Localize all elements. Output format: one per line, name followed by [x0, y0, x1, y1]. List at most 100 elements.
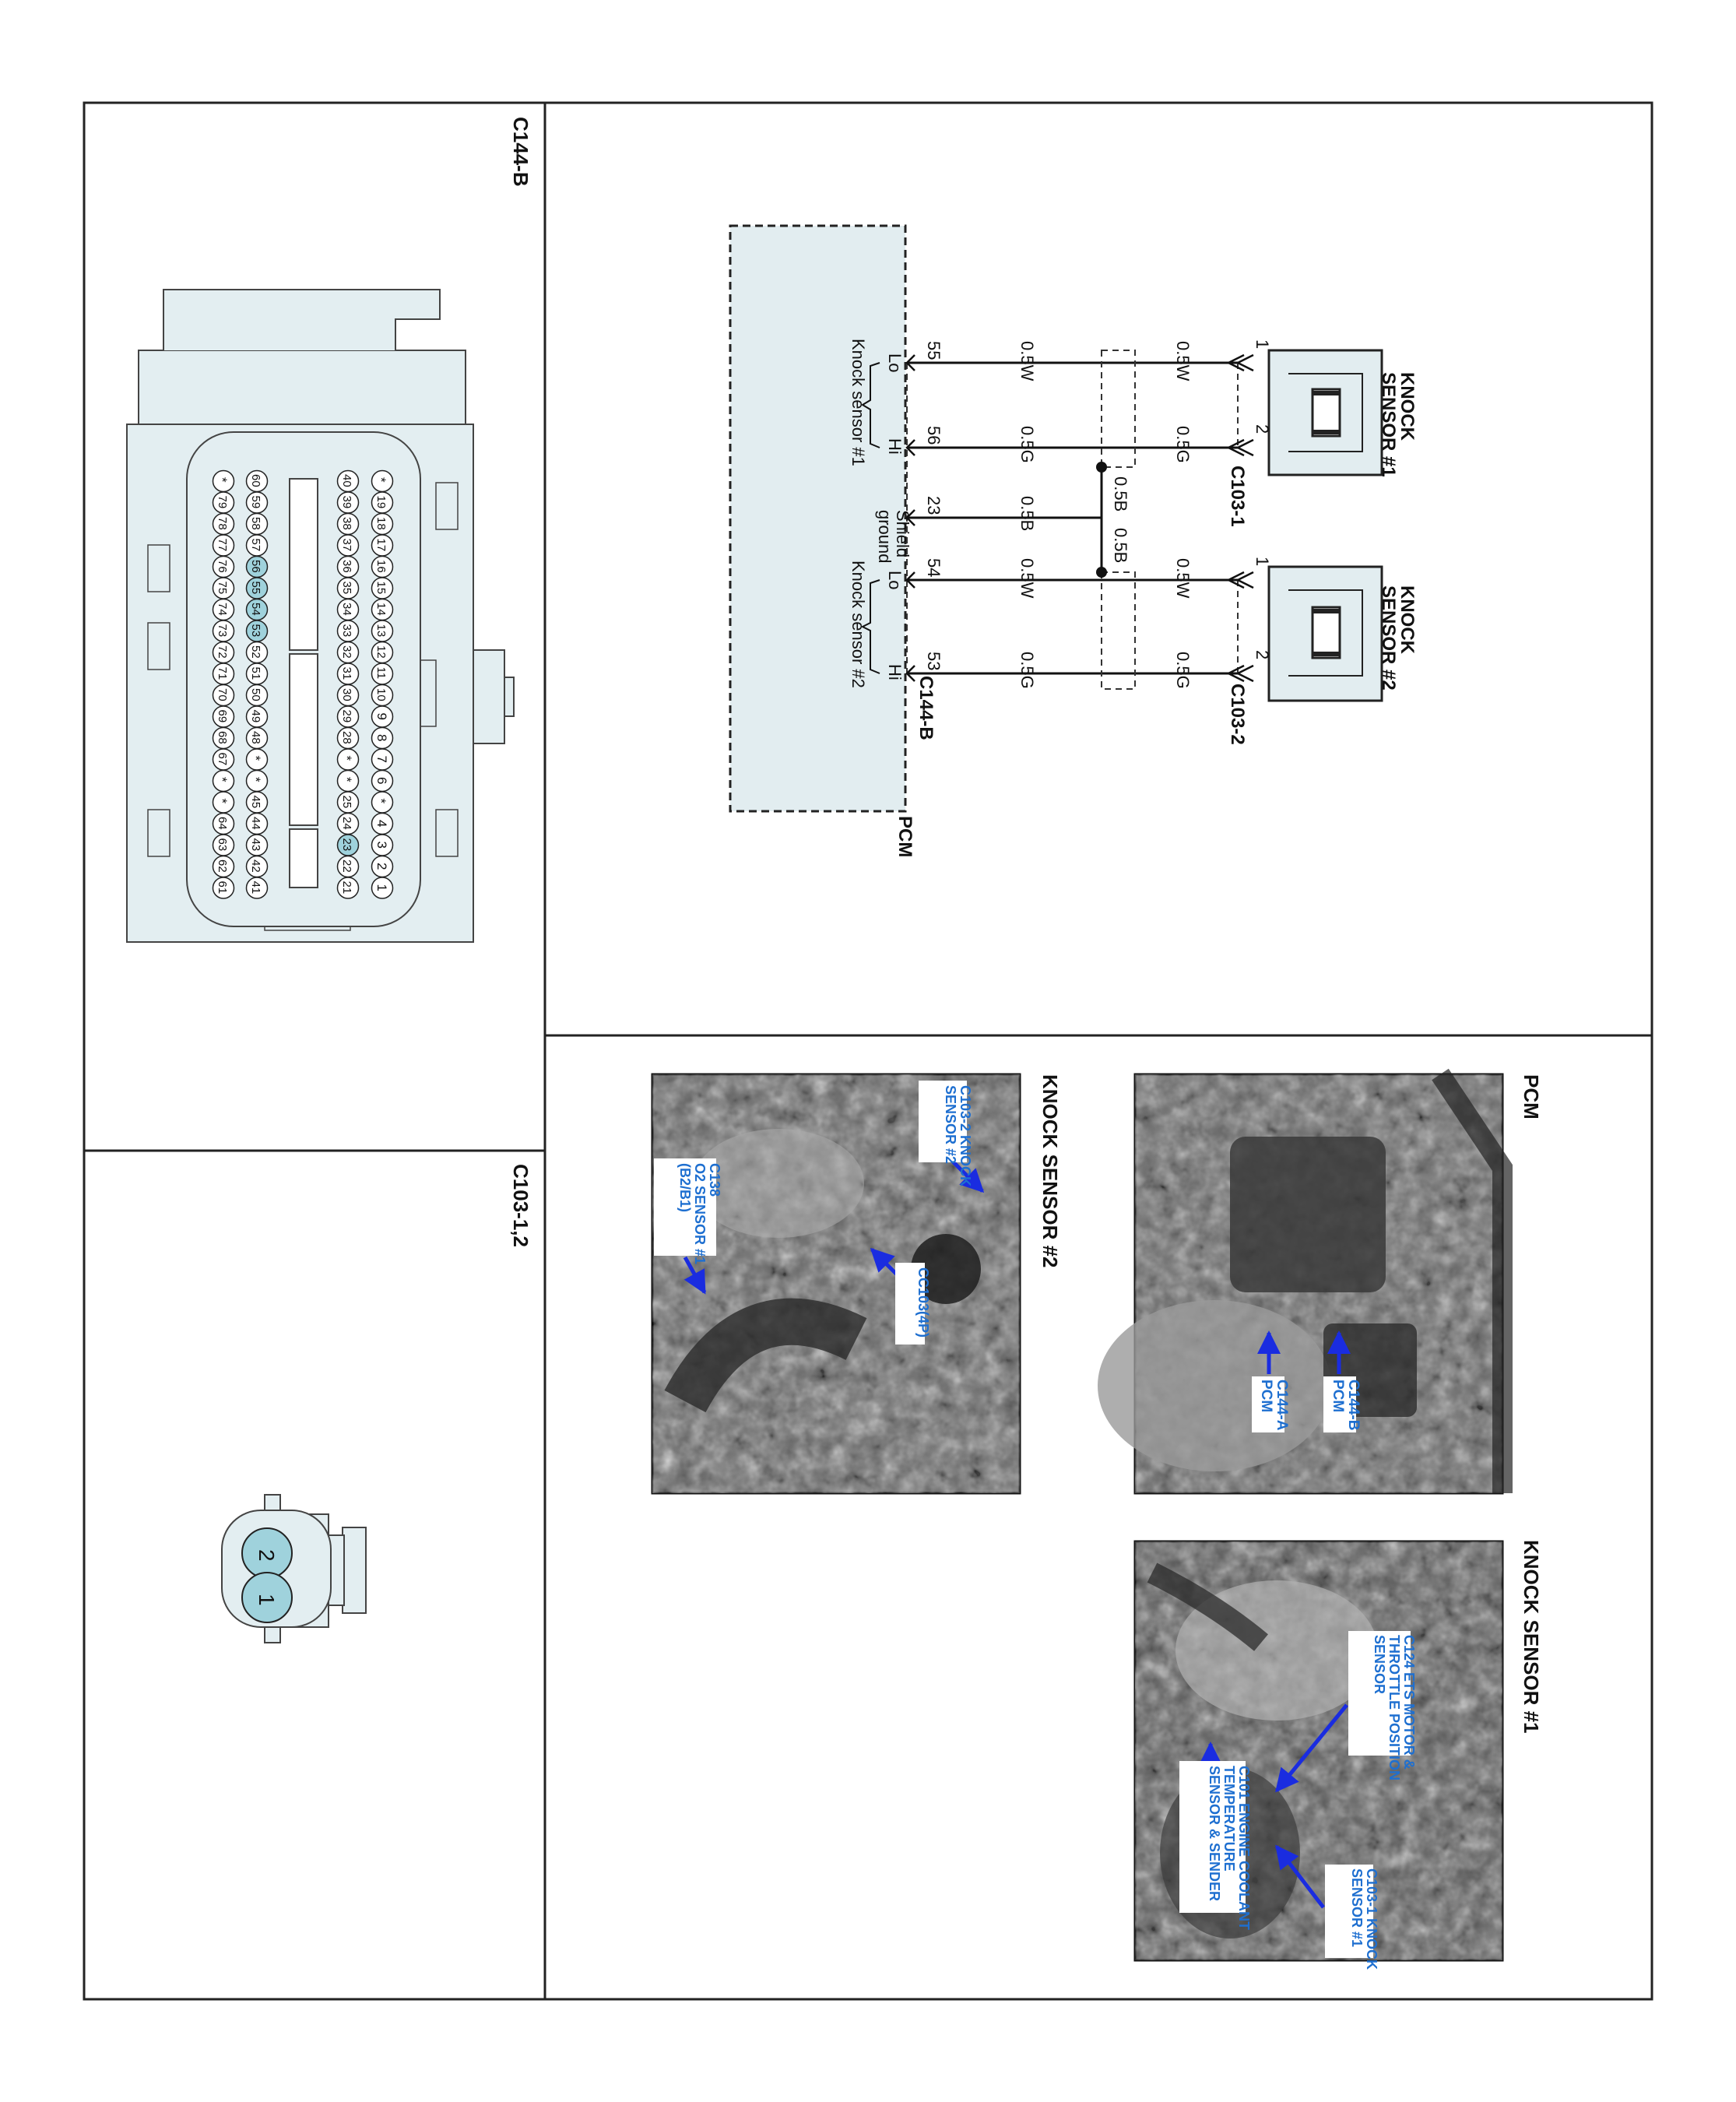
ks2-callout-arrows [683, 1157, 985, 1295]
c103-connector-panel: C103-1,2 2 1 [221, 1164, 532, 1643]
ks1-callout-arrows [1199, 1703, 1348, 1909]
c144b-pin-label: 50 [249, 688, 262, 701]
c103-pin-1-label: 1 [255, 1594, 279, 1606]
c144b-pin-label: 49 [249, 710, 262, 723]
c144b-pin-label: 10 [374, 688, 388, 701]
c144b-pin-label: 59 [249, 496, 262, 509]
c144b-pin-label: 68 [216, 731, 229, 744]
c144b-pin-label: 58 [249, 517, 262, 530]
c144b-pin-label: 16 [374, 560, 388, 573]
callout-c144a-pcm: C144-APCM [1258, 1380, 1290, 1431]
c144b-pin-label: 8 [374, 734, 389, 741]
c144b-pin-label: 54 [249, 603, 262, 616]
callout-c144b-pcm: C144-BPCM [1330, 1380, 1362, 1430]
c144b-pin-label: 57 [249, 539, 262, 552]
shield-junction-1 [1096, 462, 1107, 473]
c144b-pin-label: 77 [216, 539, 229, 552]
c144b-pin [212, 877, 235, 899]
c144b-pin-label: 31 [340, 667, 353, 680]
ks1-callout-labels: C124 ETS MOTOR &THROTTLE POSITIONSENSORC… [1207, 1635, 1417, 1970]
c144b-pin-label: 72 [216, 645, 229, 659]
pcm-pin-number: 54 [924, 558, 944, 577]
c144b-pin-label: 52 [249, 645, 262, 659]
c144b-pin-label: 75 [216, 582, 229, 595]
c144b-connector-panel: C144-B *191817161514131211109876*4321403… [126, 117, 532, 943]
c144b-pin-label: 73 [216, 624, 229, 638]
knock-sensor-label: Knock sensor #1 [849, 339, 868, 466]
c144b-schematic-label: C144-B [915, 676, 937, 740]
c144b-pin-label: 55 [249, 582, 262, 595]
c144b-pin [245, 877, 269, 899]
c144b-pin-label: 40 [340, 474, 353, 487]
c144b-pin-label: 70 [216, 688, 229, 701]
knock-sensor-1-box [1267, 349, 1383, 476]
c144b-pin [371, 877, 394, 899]
pcm-box [729, 224, 907, 813]
c144b-pin-label: 61 [216, 881, 229, 895]
shield-junction-2 [1096, 567, 1107, 578]
c144b-pin-label: 44 [249, 817, 262, 830]
page-frame [83, 101, 1653, 2001]
c144b-pin-label: * [339, 777, 354, 782]
photo-knock-sensor-1: KNOCK SENSOR #1 C124 ETS MOTOR &THROTTLE… [1133, 1540, 1543, 1970]
c144b-pin-label: * [374, 477, 388, 483]
c144b-pin-label: 12 [374, 645, 388, 659]
schematic-labels: 0.5W0.5G0.5W0.5G0.5W0.5G0.5B0.5W0.5G0.5B… [849, 339, 1272, 745]
c144b-pin-label: 38 [340, 517, 353, 530]
wire-gauge: 0.5G [1017, 652, 1037, 689]
pcm-pin-number: 23 [924, 496, 944, 515]
schematic-panel: PCM C144-B KNOCKSENSOR #1 KNOCKSENSOR #2 [729, 224, 1418, 857]
c103-title: C103-1,2 [509, 1164, 532, 1247]
c144b-pin-label: 45 [249, 796, 262, 809]
knock-sensor-2-box [1267, 565, 1383, 702]
wire-gauge: 0.5W [1173, 341, 1193, 381]
sensor-pin-number: 1 [1253, 339, 1272, 349]
c144b-pin-label: 36 [340, 560, 353, 573]
wire-gauge: 0.5W [1017, 558, 1037, 599]
c144b-pin-label: 62 [216, 859, 229, 873]
c144b-pin-label: 6 [374, 777, 389, 784]
knock-sensor-1-label: KNOCKSENSOR #1 [1378, 372, 1418, 477]
wire-gauge: 0.5G [1017, 426, 1037, 463]
c144b-pin-label: 79 [216, 496, 229, 509]
c144b-pin-label: 63 [216, 838, 229, 852]
pcm-pin-number: 55 [924, 341, 944, 360]
c144b-title: C144-B [509, 117, 532, 187]
wire-gauge: 0.5B [1017, 496, 1037, 531]
callout-c103-2: C103-2 KNOCKSENSOR #2 [943, 1085, 973, 1186]
c144b-pin-label: 60 [249, 474, 262, 487]
c144b-pin-label: 22 [340, 859, 353, 873]
c144b-pin-label: 21 [340, 881, 353, 895]
c144b-pin-grid: *191817161514131211109876*43214039383736… [212, 469, 394, 899]
c144b-connector-face: *191817161514131211109876*43214039383736… [126, 289, 515, 943]
wire-gauge: 0.5W [1173, 558, 1193, 599]
c144b-pin-label: * [248, 756, 263, 761]
schematic-wires [907, 361, 1238, 675]
c144b-pin-label: 51 [249, 667, 262, 680]
photo-knock-sensor-2: KNOCK SENSOR #2 C103-2 KNOCKSENSOR #2CC1… [651, 1073, 1062, 1495]
signal-braces [860, 362, 880, 674]
sensor-pin-number: 2 [1253, 424, 1272, 434]
c144b-pin-label: 29 [340, 710, 353, 723]
signal-name: Lo [885, 571, 905, 589]
c144b-pin [336, 877, 360, 899]
c144b-pin-label: 41 [249, 881, 262, 895]
c144b-pin-label: 48 [249, 731, 262, 744]
signal-name: Hi [885, 438, 905, 455]
c144b-pin-label: 9 [374, 713, 389, 720]
c144b-pin-label: 34 [340, 603, 353, 616]
shield-gauge: 0.5B [1111, 528, 1130, 563]
pcm-photo-title: PCM [1520, 1074, 1543, 1120]
c144b-pin-label: * [339, 756, 354, 761]
shield-gauge: 0.5B [1111, 476, 1130, 511]
pcm-pin-number: 53 [924, 652, 944, 670]
c144b-pin-label: * [215, 777, 230, 782]
photo-pcm: PCM C144-BPCM C144-APCM [1098, 1068, 1543, 1495]
c144b-pin-label: 74 [216, 603, 229, 616]
c144b-pin-label: 37 [340, 539, 353, 552]
c144b-pin-label: 43 [249, 838, 262, 852]
c144b-pin-label: 71 [216, 667, 229, 680]
c144b-pin-label: 24 [340, 817, 353, 830]
c103-1-label: C103-1 [1227, 466, 1248, 527]
